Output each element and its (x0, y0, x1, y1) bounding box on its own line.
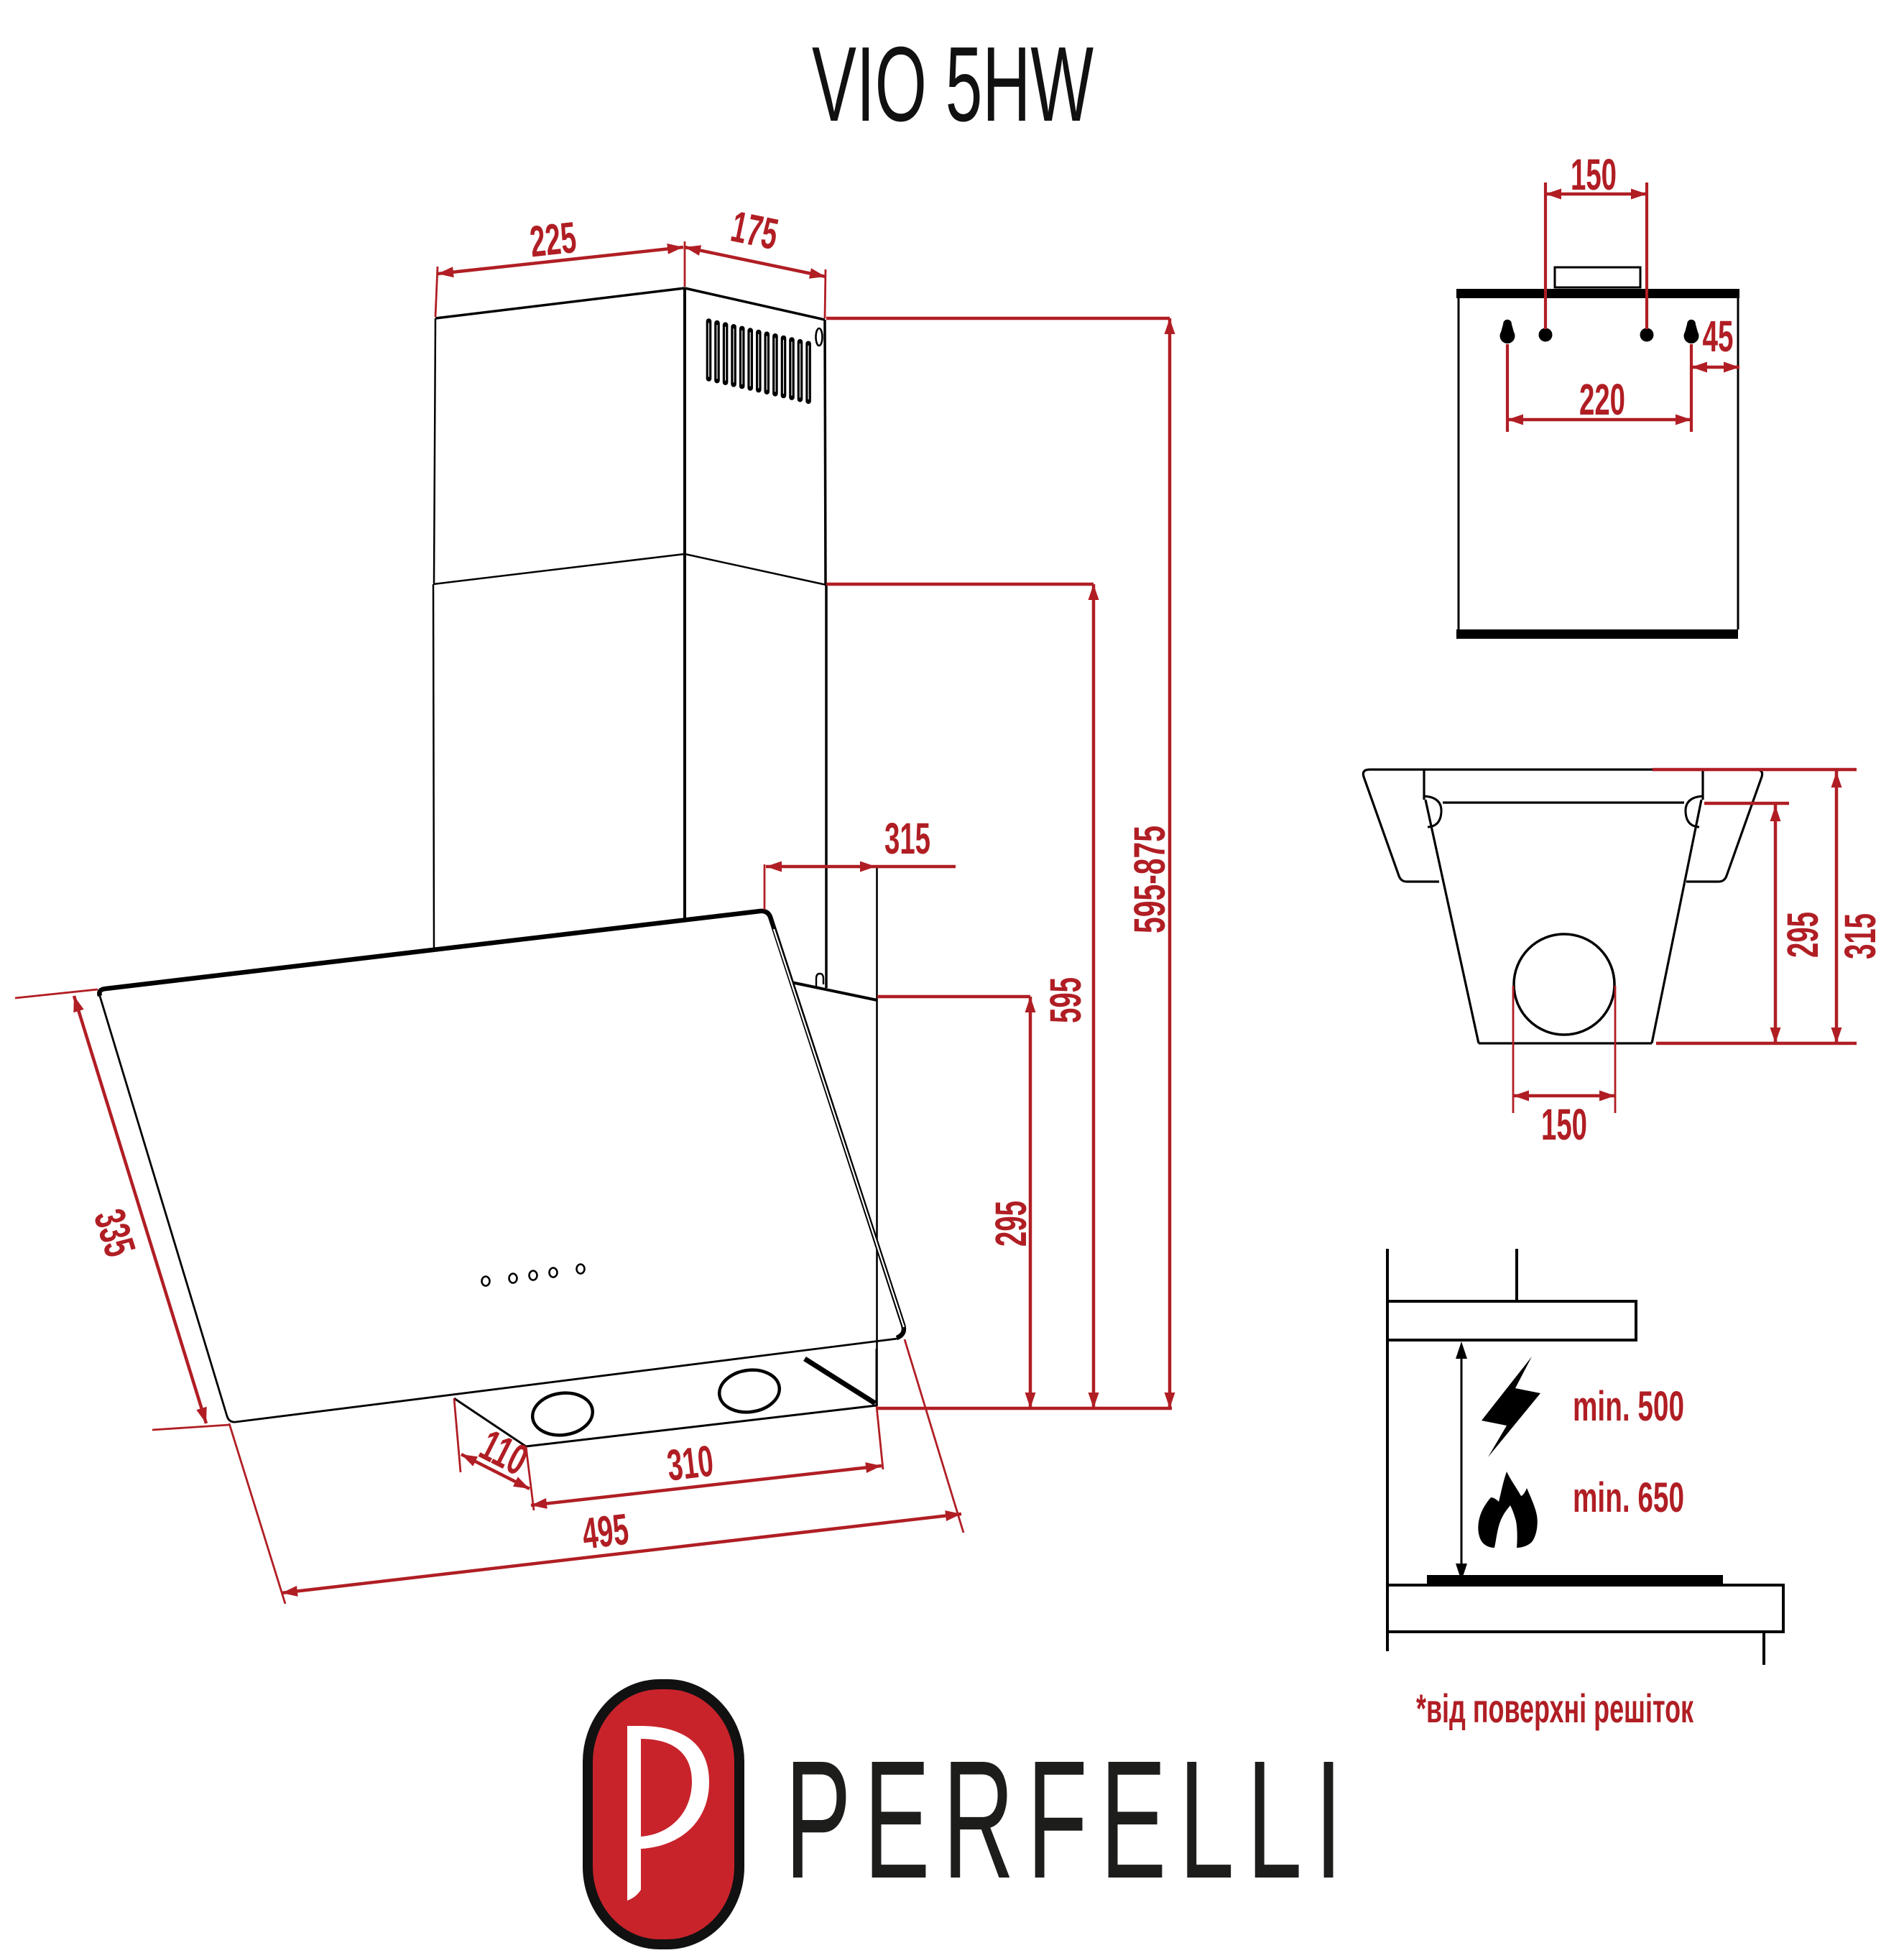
svg-text:315: 315 (884, 814, 930, 863)
svg-text:175: 175 (727, 202, 782, 259)
svg-text:min. 650: min. 650 (1573, 1474, 1684, 1521)
svg-text:310: 310 (665, 1436, 716, 1490)
svg-text:295: 295 (986, 1201, 1035, 1247)
svg-text:295: 295 (1778, 912, 1827, 958)
svg-text:min. 500: min. 500 (1573, 1383, 1684, 1430)
svg-text:595-875: 595-875 (1125, 826, 1174, 933)
svg-text:VIO 5HW: VIO 5HW (812, 25, 1094, 144)
svg-text:495: 495 (580, 1505, 631, 1558)
svg-text:225: 225 (527, 213, 578, 267)
svg-text:315: 315 (1836, 913, 1885, 959)
svg-text:150: 150 (1541, 1100, 1587, 1149)
svg-text:PERFELLI: PERFELLI (785, 1725, 1355, 1913)
svg-text:220: 220 (1579, 375, 1625, 424)
svg-text:150: 150 (1571, 150, 1617, 199)
svg-text:*від поверхні решіток: *від поверхні решіток (1416, 1686, 1694, 1731)
svg-text:45: 45 (1703, 312, 1734, 361)
svg-text:595: 595 (1041, 977, 1090, 1023)
